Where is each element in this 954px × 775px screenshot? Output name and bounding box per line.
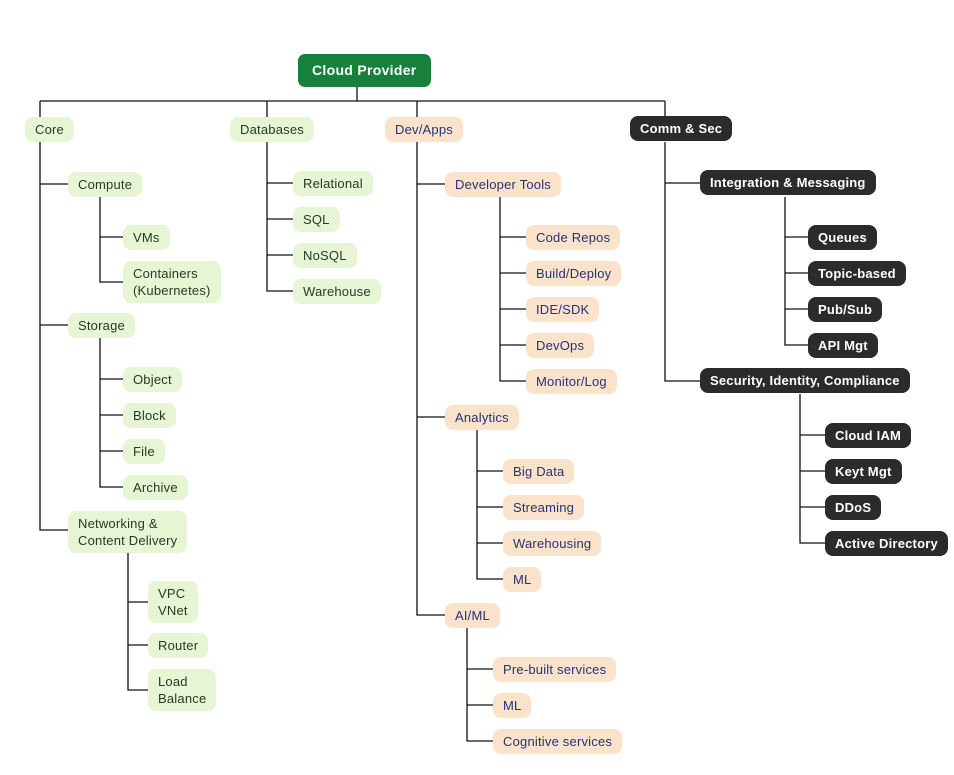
node-keyt-mgt: Keyt Mgt — [825, 459, 902, 484]
node-cloud-provider: Cloud Provider — [298, 54, 431, 87]
node-archive: Archive — [123, 475, 188, 500]
node-cognitive-services: Cognitive services — [493, 729, 623, 754]
node-vms: VMs — [123, 225, 170, 250]
node-compute: Compute — [68, 172, 143, 197]
node-storage: Storage — [68, 313, 135, 338]
connector-line — [799, 394, 825, 544]
node-warehouse: Warehouse — [293, 279, 381, 304]
node-devops: DevOps — [526, 333, 595, 358]
node-ide-sdk: IDE/SDK — [526, 297, 600, 322]
node-pub-sub: Pub/Sub — [808, 297, 883, 322]
connector-line — [99, 197, 123, 283]
node-api-mgt: API Mgt — [808, 333, 878, 358]
connector-line — [476, 430, 503, 580]
node-topic-based: Topic-based — [808, 261, 906, 286]
node-ddos: DDoS — [825, 495, 882, 520]
node-security-identity-compliance: Security, Identity, Compliance — [700, 368, 910, 393]
node-networking-content-delivery: Networking & Content Delivery — [68, 511, 188, 553]
node-comm-sec: Comm & Sec — [630, 116, 733, 141]
connector-line — [127, 549, 148, 691]
node-code-repos: Code Repos — [526, 225, 621, 250]
node-ml-analytics: ML — [503, 567, 542, 592]
node-developer-tools: Developer Tools — [445, 172, 561, 197]
node-router: Router — [148, 633, 209, 658]
connector-line — [664, 142, 700, 382]
node-ml-aiml: ML — [493, 693, 532, 718]
node-monitor-log: Monitor/Log — [526, 369, 617, 394]
node-file: File — [123, 439, 165, 464]
node-containers-kubernetes: Containers (Kubernetes) — [123, 261, 221, 303]
node-ai-ml: AI/ML — [445, 603, 500, 628]
node-dev-apps: Dev/Apps — [385, 117, 463, 142]
node-pre-built-services: Pre-built services — [493, 657, 617, 682]
node-relational: Relational — [293, 171, 373, 196]
node-core: Core — [25, 117, 74, 142]
node-block: Block — [123, 403, 176, 428]
connector-line — [466, 628, 493, 742]
node-analytics: Analytics — [445, 405, 519, 430]
node-streaming: Streaming — [503, 495, 585, 520]
connector-line — [416, 142, 445, 616]
connector-line — [39, 141, 68, 531]
node-databases: Databases — [230, 117, 314, 142]
node-active-directory: Active Directory — [825, 531, 948, 556]
connector-line — [784, 197, 808, 346]
node-vpc-vnet: VPC VNet — [148, 581, 198, 623]
node-cloud-iam: Cloud IAM — [825, 423, 912, 448]
node-queues: Queues — [808, 225, 877, 250]
node-integration-messaging: Integration & Messaging — [700, 170, 876, 195]
connector-line — [266, 142, 293, 292]
node-big-data: Big Data — [503, 459, 575, 484]
node-load-balance: Load Balance — [148, 669, 217, 711]
node-warehousing: Warehousing — [503, 531, 602, 556]
node-build-deploy: Build/Deploy — [526, 261, 622, 286]
connector-line — [499, 197, 526, 382]
node-nosql: NoSQL — [293, 243, 357, 268]
connector-line — [99, 338, 123, 488]
node-object: Object — [123, 367, 182, 392]
node-sql: SQL — [293, 207, 340, 232]
